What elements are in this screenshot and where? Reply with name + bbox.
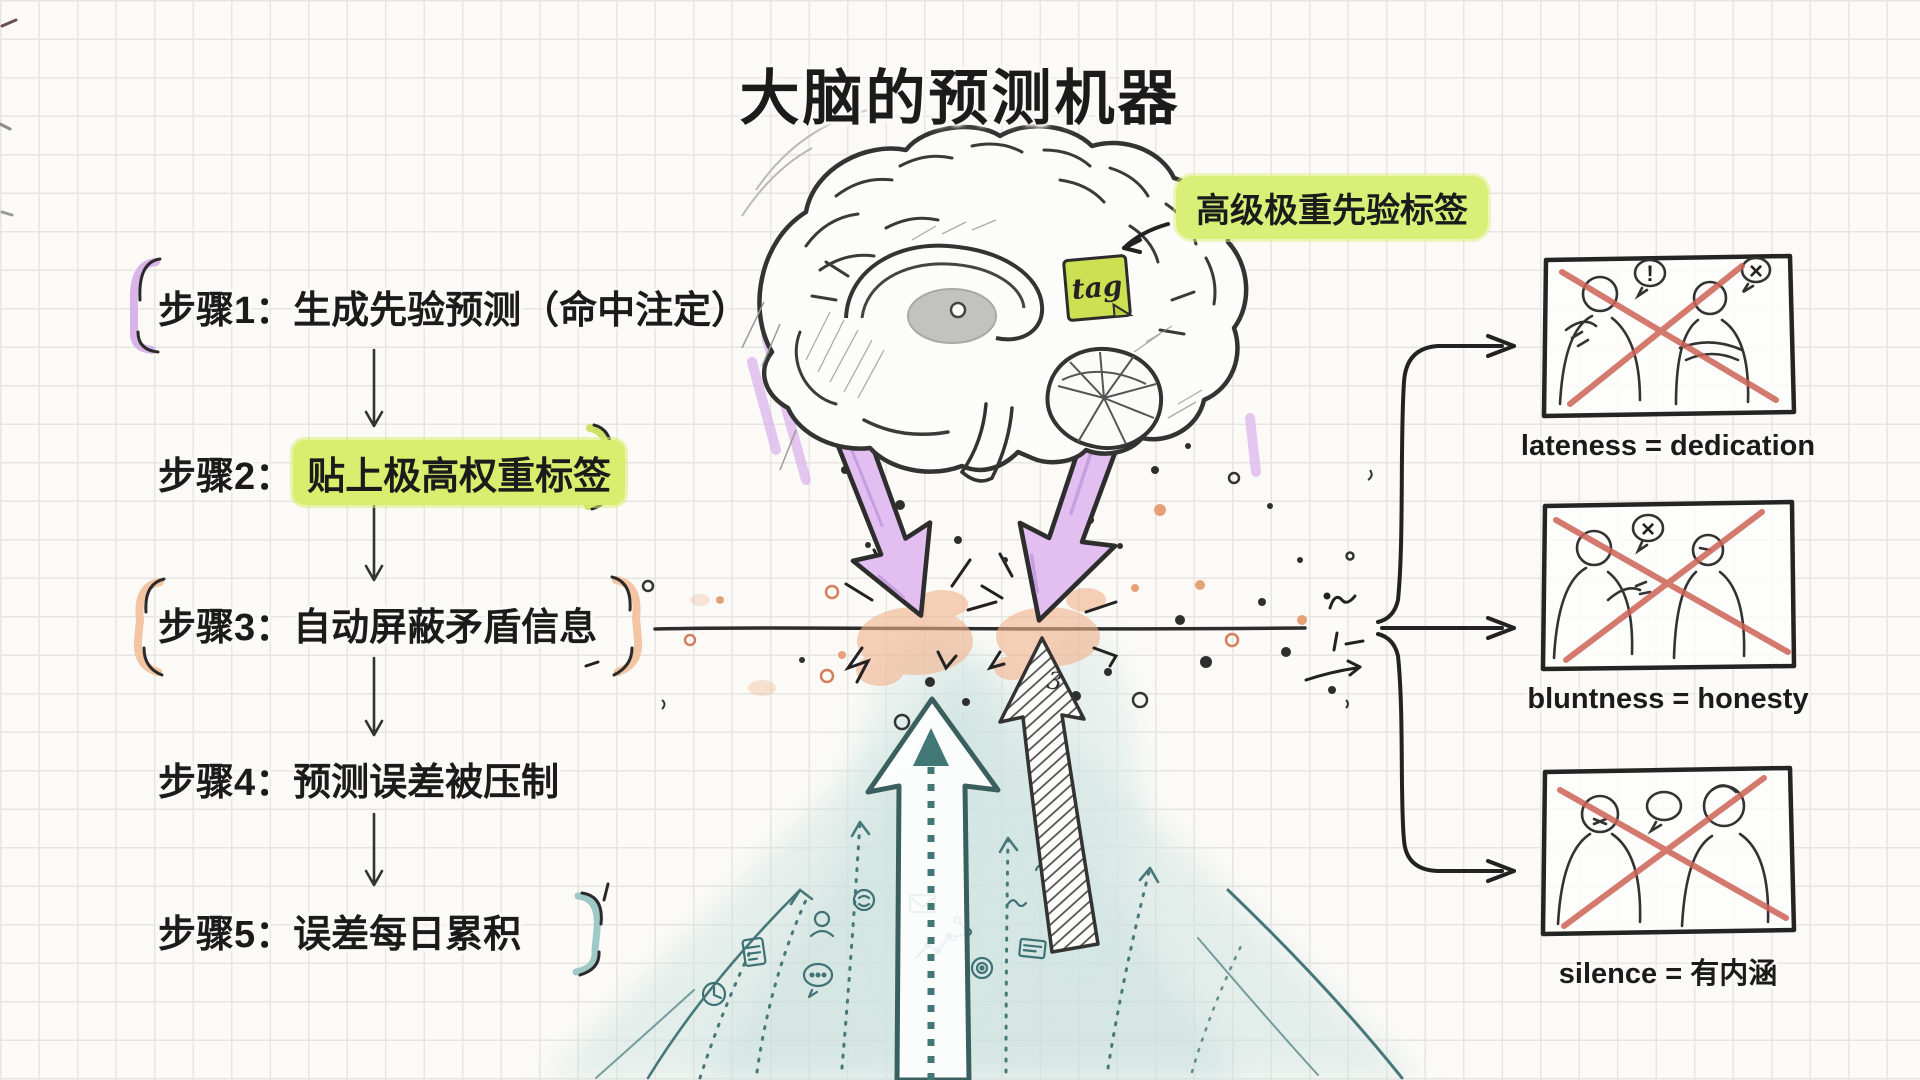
- outcome-connector: [1304, 334, 1516, 883]
- step3-bracket-right: [610, 575, 643, 677]
- step-4-label: 步骤4：预测误差被压制: [158, 762, 560, 804]
- clock-icon: [701, 981, 727, 1007]
- debris-dots: [641, 443, 1373, 731]
- step-2-prefix: 步骤2：: [158, 456, 294, 498]
- step1-bracket-left: [129, 257, 162, 354]
- sensory-arrows: 3: [865, 636, 1100, 1080]
- bubble-exclaim: !: [1646, 261, 1653, 286]
- step3-bracket-left: [133, 577, 166, 677]
- collision-marker-text: 3: [1045, 666, 1064, 696]
- step-flow-arrows: [364, 348, 384, 887]
- caption-bluntness: bluntness = honesty: [1527, 683, 1809, 715]
- red-cross: [1553, 509, 1791, 663]
- step-4: 步骤4：预测误差被压制: [158, 751, 559, 806]
- hatched-up-arrow: [998, 636, 1100, 954]
- document-icon: [741, 937, 767, 967]
- step-3-label: 步骤3：自动屏蔽矛盾信息: [158, 607, 598, 649]
- tag-sticky-note: tag: [1062, 254, 1134, 322]
- step-3: 步骤3：自动屏蔽矛盾信息: [158, 596, 597, 651]
- step-5-label: 步骤5：误差每日累积: [158, 914, 522, 956]
- tag-note-text: tag: [1070, 269, 1123, 306]
- collision-bursts: [584, 548, 1119, 696]
- coin-face-icon: [852, 888, 876, 912]
- sensory-input-wash: [545, 625, 1420, 1080]
- step-2: 步骤2： 贴上极高权重标签: [158, 440, 626, 505]
- page-title: 大脑的预测机器: [739, 65, 1181, 132]
- paper-edge-marks: [0, 18, 18, 217]
- bubble-cross: ×: [1749, 258, 1763, 285]
- red-cross: [1557, 775, 1789, 929]
- target-icon: [970, 956, 994, 980]
- caption-lateness: lateness = dedication: [1520, 430, 1816, 462]
- step-1-label: 步骤1：生成先验预测（命中注定）: [158, 290, 750, 332]
- step-2-highlight: 贴上极高权重标签: [293, 440, 626, 505]
- perception-boundary-line: [653, 626, 1307, 631]
- person-icon: [809, 910, 835, 938]
- corpus-callosum: [844, 243, 1045, 342]
- outcome-box-bluntness: ×: [1540, 499, 1797, 672]
- outcome-box-lateness: ! ×: [1541, 253, 1797, 419]
- brain-annotation-label: 高级极重先验标签: [1176, 176, 1488, 239]
- bubble-cross: ×: [1641, 516, 1655, 543]
- brainstem: [960, 402, 1014, 483]
- thalamus: [907, 288, 997, 344]
- speech-dots-icon: [802, 962, 834, 999]
- step-5: 步骤5：误差每日累积: [158, 903, 521, 958]
- sensory-fan-lines: [595, 820, 1404, 1080]
- step-1: 步骤1：生成先验预测（命中注定）: [158, 279, 749, 334]
- outcome-boxes: ! × ×: [1540, 253, 1797, 937]
- card-icon: [1018, 937, 1047, 960]
- squiggle-note: [1323, 592, 1365, 652]
- outcome-box-silence: [1540, 765, 1797, 937]
- step5-bracket-right: [572, 882, 610, 977]
- red-cross: [1559, 263, 1779, 407]
- caption-silence: silence = 有内涵: [1558, 958, 1778, 990]
- brain-sketch: tag: [741, 109, 1249, 483]
